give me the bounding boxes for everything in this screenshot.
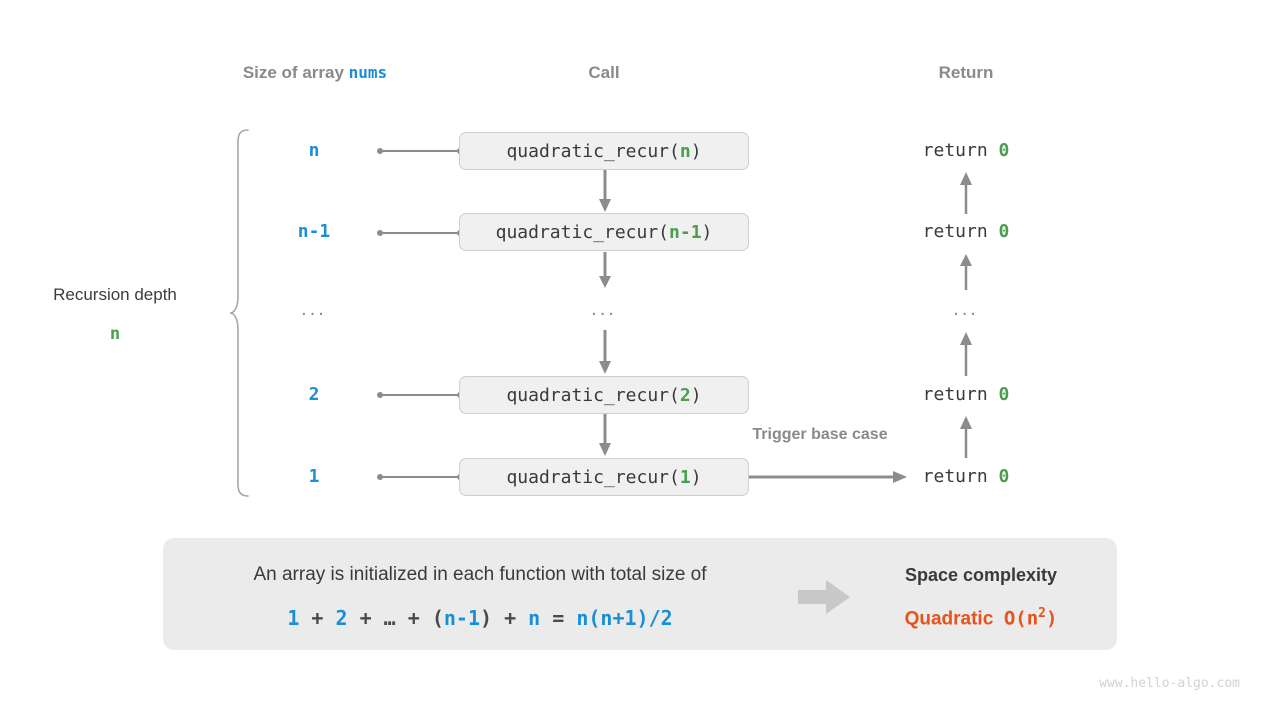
call-arrow-3-to-4 bbox=[595, 330, 615, 376]
space-complexity-title: Space complexity bbox=[904, 565, 1058, 585]
column-header-size-keyword: nums bbox=[348, 63, 388, 82]
space-complexity-result: Quadratic O(n2) bbox=[870, 606, 1092, 630]
size-label-row-2: n-1 bbox=[297, 221, 331, 242]
formula-op-3: + bbox=[395, 606, 432, 630]
watermark: www.hello-algo.com bbox=[1099, 676, 1240, 691]
formula-term-5: n(n+1)/2 bbox=[576, 606, 673, 630]
call-arrow-2-to-3 bbox=[595, 252, 615, 290]
return-arrow-4-to-3 bbox=[956, 330, 976, 376]
column-header-return: Return bbox=[938, 63, 994, 82]
call-box-row-1-arg: n bbox=[679, 141, 691, 162]
return-label-row-1-value: 0 bbox=[998, 140, 1010, 161]
call-box-row-5-name: quadratic_recur( bbox=[506, 467, 680, 488]
return-label-row-5-text: return bbox=[922, 466, 999, 487]
connector-line-row-4 bbox=[375, 387, 465, 403]
trigger-base-case-note: Trigger base case bbox=[752, 426, 888, 443]
formula-term-3: n-1 bbox=[443, 606, 480, 630]
return-ellipsis-row-3: ... bbox=[953, 298, 979, 320]
size-label-row-1: n bbox=[308, 140, 320, 161]
return-label-row-4-value: 0 bbox=[998, 384, 1010, 405]
call-box-row-4[interactable]: quadratic_recur(2) bbox=[459, 376, 749, 414]
recursion-depth-brace bbox=[228, 128, 254, 498]
return-label-row-5-value: 0 bbox=[998, 466, 1010, 487]
summary-panel bbox=[163, 538, 1117, 650]
connector-line-row-5 bbox=[375, 469, 465, 485]
call-box-row-4-arg: 2 bbox=[679, 385, 691, 406]
call-box-row-1-close: ) bbox=[690, 141, 702, 162]
formula-paren-open: ( bbox=[431, 606, 444, 630]
formula-ellipsis: … bbox=[383, 606, 396, 630]
column-header-size-text: Size of array bbox=[242, 63, 349, 82]
formula-equals: = bbox=[540, 606, 577, 630]
call-box-row-1-name: quadratic_recur( bbox=[506, 141, 680, 162]
formula-term-2: 2 bbox=[335, 606, 348, 630]
call-box-row-1[interactable]: quadratic_recur(n) bbox=[459, 132, 749, 170]
call-arrow-4-to-5 bbox=[595, 414, 615, 458]
complexity-word: Quadratic bbox=[904, 608, 994, 630]
size-label-row-5: 1 bbox=[308, 466, 320, 487]
return-arrow-3-to-2 bbox=[956, 252, 976, 290]
call-box-row-4-name: quadratic_recur( bbox=[506, 385, 680, 406]
summary-formula: 1 + 2 + … + (n-1) + n = n(n+1)/2 bbox=[185, 606, 775, 630]
return-label-row-5: return 0 bbox=[866, 466, 1066, 487]
formula-op-2: + bbox=[347, 606, 384, 630]
return-label-row-2-text: return bbox=[922, 221, 999, 242]
connector-line-row-2 bbox=[375, 225, 465, 241]
column-header-size: Size of array nums bbox=[190, 63, 440, 83]
recursion-depth-value: n bbox=[109, 324, 121, 344]
return-arrow-5-to-4 bbox=[956, 414, 976, 458]
return-label-row-2: return 0 bbox=[866, 221, 1066, 242]
call-box-row-2-name: quadratic_recur( bbox=[495, 222, 670, 243]
call-box-row-5-arg: 1 bbox=[679, 467, 691, 488]
call-box-row-2-arg: n-1 bbox=[669, 222, 702, 243]
call-box-row-4-close: ) bbox=[690, 385, 702, 406]
complexity-big-o-close: ) bbox=[1045, 607, 1058, 630]
size-label-row-4: 2 bbox=[308, 384, 320, 405]
recursion-depth-title: Recursion depth bbox=[53, 285, 177, 304]
formula-term-1: 1 bbox=[287, 606, 300, 630]
call-arrow-1-to-2 bbox=[595, 170, 615, 214]
right-block-arrow-icon bbox=[796, 578, 852, 616]
summary-description: An array is initialized in each function… bbox=[253, 564, 707, 585]
return-label-row-1-text: return bbox=[922, 140, 999, 161]
base-case-return-arrow bbox=[749, 468, 909, 486]
complexity-big-o: O(n bbox=[1003, 607, 1039, 630]
return-label-row-1: return 0 bbox=[866, 140, 1066, 161]
connector-line-row-1 bbox=[375, 143, 465, 159]
column-header-call: Call bbox=[588, 63, 620, 82]
size-label-row-3: ... bbox=[301, 298, 327, 320]
formula-paren-close: ) bbox=[480, 606, 493, 630]
return-label-row-2-value: 0 bbox=[998, 221, 1010, 242]
return-label-row-4-text: return bbox=[922, 384, 999, 405]
call-box-row-5[interactable]: quadratic_recur(1) bbox=[459, 458, 749, 496]
call-box-row-2[interactable]: quadratic_recur(n-1) bbox=[459, 213, 749, 251]
return-label-row-4: return 0 bbox=[866, 384, 1066, 405]
return-arrow-2-to-1 bbox=[956, 170, 976, 214]
complexity-exponent: 2 bbox=[1038, 606, 1046, 621]
formula-op-4: + bbox=[492, 606, 529, 630]
call-box-row-5-close: ) bbox=[690, 467, 702, 488]
call-ellipsis-row-3: ... bbox=[591, 298, 617, 320]
formula-op-1: + bbox=[299, 606, 336, 630]
call-box-row-2-close: ) bbox=[701, 222, 713, 243]
formula-term-4: n bbox=[528, 606, 541, 630]
